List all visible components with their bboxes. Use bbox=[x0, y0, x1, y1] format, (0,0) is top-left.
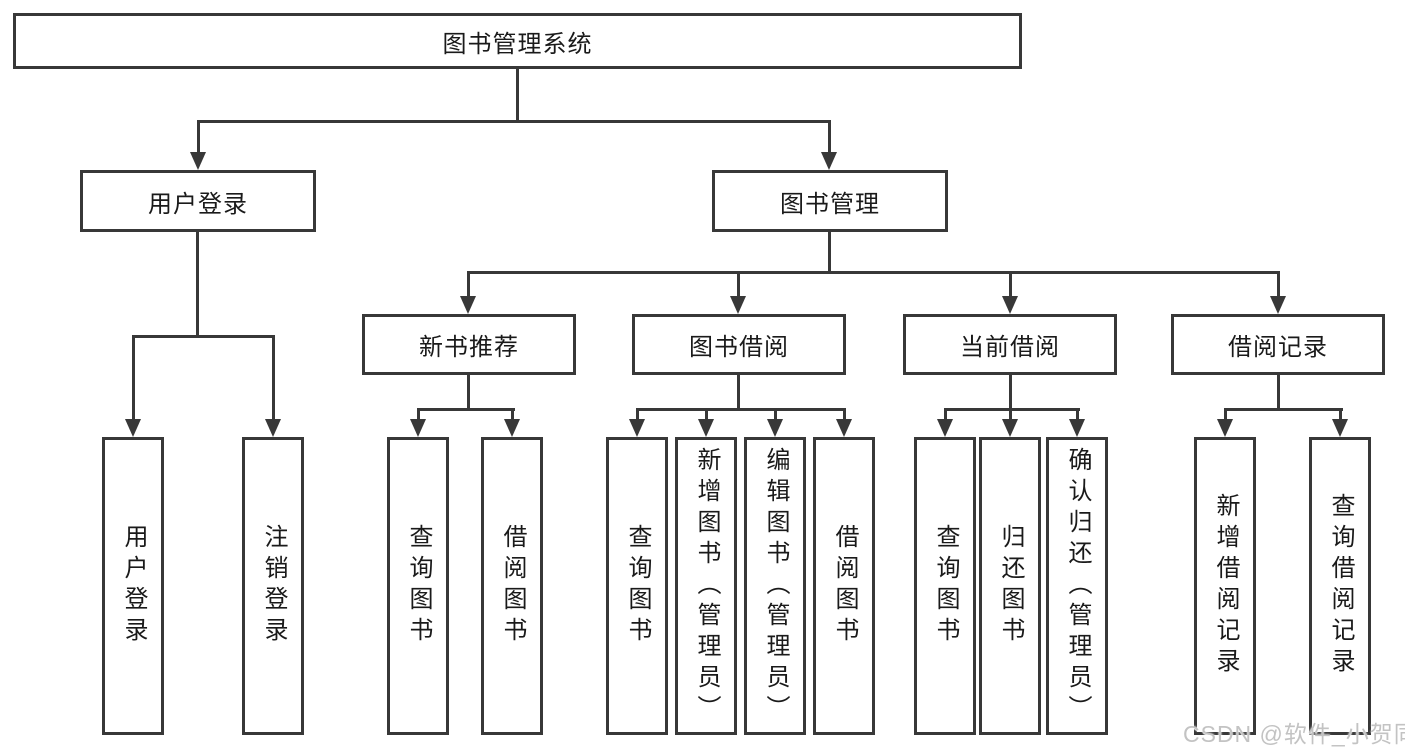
arrowhead-down-icon bbox=[629, 419, 645, 437]
connector-drop bbox=[417, 408, 420, 420]
connector-drop bbox=[467, 271, 470, 297]
connector-drop bbox=[828, 120, 831, 154]
arrowhead-down-icon bbox=[767, 419, 783, 437]
arrowhead-down-icon bbox=[1217, 419, 1233, 437]
leaf-query-books: 查询图书 bbox=[606, 437, 668, 735]
connector-drop bbox=[1277, 271, 1280, 297]
connector-drop bbox=[1009, 271, 1012, 297]
node-label: 查询借阅记录 bbox=[1327, 493, 1354, 679]
connector-drop bbox=[774, 408, 777, 420]
node-borrowing-records: 借阅记录 bbox=[1171, 314, 1385, 375]
node-label: 图书借阅 bbox=[689, 334, 789, 361]
leaf-user-login: 用户登录 bbox=[102, 437, 164, 735]
node-label: 当前借阅 bbox=[960, 334, 1060, 361]
node-label: 查询图书 bbox=[624, 524, 651, 648]
node-new-book-recommend: 新书推荐 bbox=[362, 314, 576, 375]
connector-drop bbox=[737, 271, 740, 297]
connector-drop bbox=[944, 408, 947, 420]
connector-drop bbox=[272, 335, 275, 419]
node-label: 借阅记录 bbox=[1228, 334, 1328, 361]
node-book-borrowing: 图书借阅 bbox=[632, 314, 846, 375]
connector-drop bbox=[1076, 408, 1079, 420]
connector-groupD-bar bbox=[1224, 408, 1343, 411]
leaf-return-books: 归还图书 bbox=[979, 437, 1041, 735]
arrowhead-down-icon bbox=[1002, 296, 1018, 314]
arrowhead-down-icon bbox=[698, 419, 714, 437]
leaf-borrow-books: 借阅图书 bbox=[813, 437, 875, 735]
leaf-edit-books-admin: 编辑图书（管理员） bbox=[744, 437, 806, 735]
arrowhead-down-icon bbox=[410, 419, 426, 437]
arrowhead-down-icon bbox=[265, 419, 281, 437]
arrowhead-down-icon bbox=[821, 152, 837, 170]
connector-drop bbox=[197, 120, 200, 154]
arrowhead-down-icon bbox=[1270, 296, 1286, 314]
node-label: 用户登录 bbox=[120, 524, 147, 648]
arrowhead-down-icon bbox=[460, 296, 476, 314]
node-label: 新增借阅记录 bbox=[1212, 493, 1239, 679]
arrowhead-down-icon bbox=[1069, 419, 1085, 437]
node-label: 图书管理系统 bbox=[442, 30, 593, 58]
leaf-query-books: 查询图书 bbox=[914, 437, 976, 735]
arrowhead-down-icon bbox=[190, 152, 206, 170]
connector-book-mgmt-trunk bbox=[828, 232, 831, 271]
leaf-logout: 注销登录 bbox=[242, 437, 304, 735]
connector-root-bar bbox=[197, 120, 831, 123]
leaf-add-books-admin: 新增图书（管理员） bbox=[675, 437, 737, 735]
node-label: 查询图书 bbox=[932, 524, 959, 648]
node-label: 编辑图书（管理员） bbox=[762, 446, 789, 726]
node-label: 图书管理 bbox=[780, 190, 880, 218]
connector-user-login-trunk bbox=[196, 232, 199, 335]
node-label: 新增图书（管理员） bbox=[693, 446, 720, 726]
connector-root-trunk bbox=[516, 69, 519, 120]
node-label: 用户登录 bbox=[148, 190, 248, 218]
node-label: 借阅图书 bbox=[831, 524, 858, 648]
connector-drop bbox=[705, 408, 708, 420]
arrowhead-down-icon bbox=[1332, 419, 1348, 437]
connector-drop bbox=[636, 408, 639, 420]
leaf-add-borrow-record: 新增借阅记录 bbox=[1194, 437, 1256, 735]
arrowhead-down-icon bbox=[504, 419, 520, 437]
connector-drop bbox=[132, 335, 135, 419]
connector-drop bbox=[1339, 408, 1342, 420]
connector-groupC-bar bbox=[944, 408, 1080, 411]
node-label: 新书推荐 bbox=[419, 334, 519, 361]
node-user-login: 用户登录 bbox=[80, 170, 316, 232]
arrowhead-down-icon bbox=[836, 419, 852, 437]
node-book-management: 图书管理 bbox=[712, 170, 948, 232]
arrowhead-down-icon bbox=[1002, 419, 1018, 437]
node-label: 归还图书 bbox=[997, 524, 1024, 648]
connector-drop bbox=[1224, 408, 1227, 420]
arrowhead-down-icon bbox=[730, 296, 746, 314]
leaf-query-borrow-record: 查询借阅记录 bbox=[1309, 437, 1371, 735]
connector-groupB-bar bbox=[636, 408, 846, 411]
leaf-borrow-books: 借阅图书 bbox=[481, 437, 543, 735]
connector-user-login-bar bbox=[132, 335, 275, 338]
leaf-confirm-return-admin: 确认归还（管理员） bbox=[1046, 437, 1108, 735]
connector-drop bbox=[1009, 408, 1012, 420]
connector-drop bbox=[843, 408, 846, 420]
connector-drop bbox=[511, 408, 514, 420]
connector-groupC-trunk bbox=[1009, 375, 1012, 408]
node-current-borrowing: 当前借阅 bbox=[903, 314, 1117, 375]
node-library-management-system: 图书管理系统 bbox=[13, 13, 1022, 69]
node-label: 确认归还（管理员） bbox=[1064, 446, 1091, 726]
node-label: 注销登录 bbox=[260, 524, 287, 648]
connector-groupA-trunk bbox=[467, 375, 470, 408]
connector-book-mgmt-bar bbox=[467, 271, 1280, 274]
connector-groupD-trunk bbox=[1277, 375, 1280, 408]
node-label: 借阅图书 bbox=[499, 524, 526, 648]
connector-groupA-bar bbox=[417, 408, 515, 411]
connector-groupB-trunk bbox=[737, 375, 740, 408]
arrowhead-down-icon bbox=[937, 419, 953, 437]
csdn-watermark: CSDN @软件_小贺同学 bbox=[1183, 721, 1405, 747]
leaf-query-books: 查询图书 bbox=[387, 437, 449, 735]
node-label: 查询图书 bbox=[405, 524, 432, 648]
arrowhead-down-icon bbox=[125, 419, 141, 437]
